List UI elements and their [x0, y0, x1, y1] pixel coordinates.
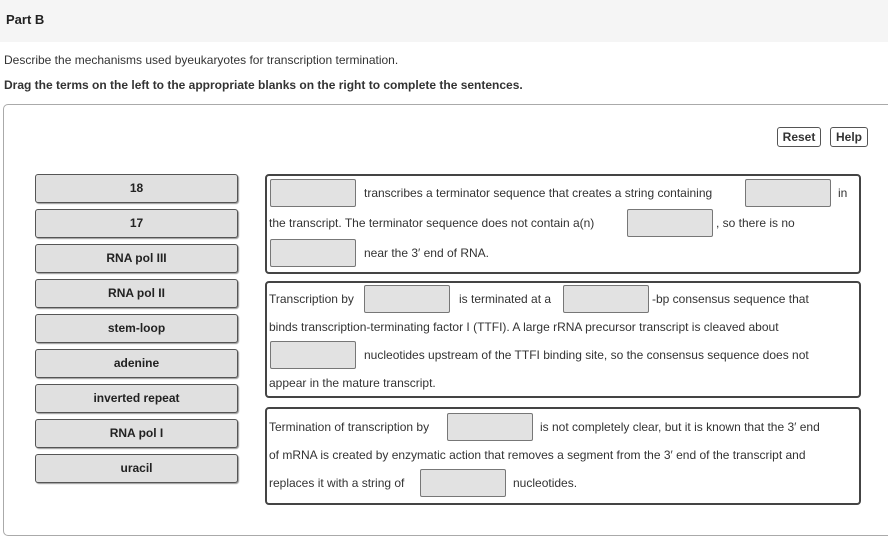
sentence-text: near the 3′ end of RNA.	[364, 246, 489, 260]
blank-3a[interactable]	[447, 413, 533, 441]
blank-2c[interactable]	[270, 341, 356, 369]
term-uracil[interactable]: uracil	[35, 454, 238, 483]
term-inverted-repeat[interactable]: inverted repeat	[35, 384, 238, 413]
question-description: Describe the mechanisms used byeukaryote…	[4, 53, 399, 67]
term-17[interactable]: 17	[35, 209, 238, 238]
reset-button[interactable]: Reset	[777, 127, 821, 147]
sentence-box-2	[265, 281, 861, 398]
blank-1b[interactable]	[745, 179, 831, 207]
part-title: Part B	[6, 12, 45, 27]
part-header	[0, 0, 888, 42]
blank-2a[interactable]	[364, 285, 450, 313]
sentence-text: of mRNA is created by enzymatic action t…	[269, 448, 806, 462]
sentence-box-1	[265, 174, 861, 274]
term-stem-loop[interactable]: stem-loop	[35, 314, 238, 343]
term-rna-pol-ii[interactable]: RNA pol II	[35, 279, 238, 308]
blank-1a[interactable]	[270, 179, 356, 207]
term-18[interactable]: 18	[35, 174, 238, 203]
sentence-text: is not completely clear, but it is known…	[540, 420, 820, 434]
sentence-text: nucleotides upstream of the TTFI binding…	[364, 348, 809, 362]
sentence-text: transcribes a terminator sequence that c…	[364, 186, 713, 200]
help-button[interactable]: Help	[830, 127, 868, 147]
sentence-text: the transcript. The terminator sequence …	[269, 216, 595, 230]
sentence-text: in	[838, 186, 848, 200]
sentence-text: binds transcription-terminating factor I…	[269, 320, 779, 334]
term-rna-pol-iii[interactable]: RNA pol III	[35, 244, 238, 273]
sentence-box-3	[265, 407, 861, 505]
term-adenine[interactable]: adenine	[35, 349, 238, 378]
sentence-text: appear in the mature transcript.	[269, 376, 436, 390]
sentence-text: nucleotides.	[513, 476, 578, 490]
blank-3b[interactable]	[420, 469, 506, 497]
sentence-text: , so there is no	[716, 216, 795, 230]
sentence-text: -bp consensus sequence that	[652, 292, 809, 306]
blank-1c[interactable]	[627, 209, 713, 237]
sentence-text: replaces it with a string of	[269, 476, 405, 490]
instruction: Drag the terms on the left to the approp…	[4, 78, 523, 92]
blank-2b[interactable]	[563, 285, 649, 313]
sentence-text: Termination of transcription by	[269, 420, 430, 434]
sentence-text: is terminated at a	[459, 292, 552, 306]
term-rna-pol-i[interactable]: RNA pol I	[35, 419, 238, 448]
blank-1d[interactable]	[270, 239, 356, 267]
sentence-text: Transcription by	[269, 292, 354, 306]
